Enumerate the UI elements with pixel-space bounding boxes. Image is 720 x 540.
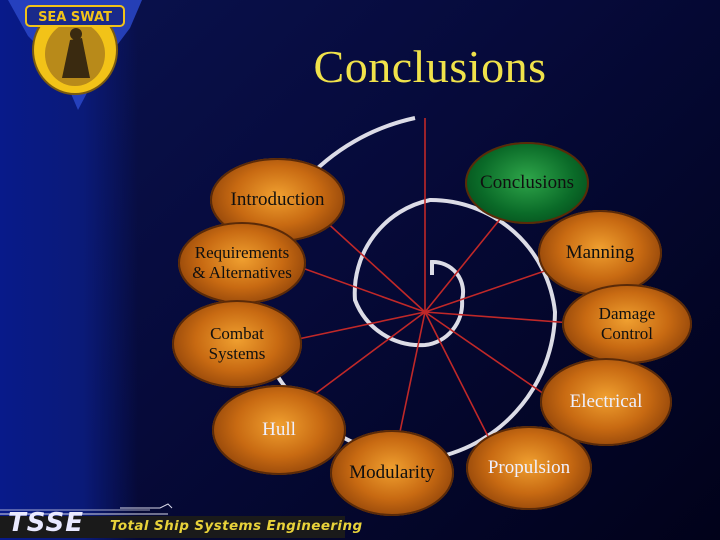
node-damage-control[interactable]: Damage Control [562, 284, 692, 364]
node-label: Manning [565, 242, 635, 263]
node-label: Introduction [230, 189, 325, 210]
node-manning[interactable]: Manning [538, 210, 662, 296]
node-modularity[interactable]: Modularity [330, 430, 454, 516]
node-propulsion[interactable]: Propulsion [466, 426, 592, 510]
tsse-logo: TSSE [8, 508, 85, 538]
node-combat-systems[interactable]: Combat Systems [172, 300, 302, 388]
node-label: Requirements & Alternatives [192, 243, 292, 282]
node-conclusions[interactable]: Conclusions [465, 142, 589, 224]
node-label: Modularity [349, 462, 435, 483]
node-hull[interactable]: Hull [212, 385, 346, 475]
logo-text: SEA SWAT [38, 10, 112, 25]
node-label: Propulsion [487, 457, 571, 478]
footer-band [0, 503, 345, 538]
node-label: Hull [262, 419, 296, 440]
node-label: Damage Control [598, 304, 656, 343]
node-requirements[interactable]: Requirements & Alternatives [178, 222, 306, 304]
node-label: Conclusions [480, 172, 574, 193]
node-label: Electrical [569, 391, 643, 412]
sea-swat-logo: SEA SWAT [8, 0, 142, 110]
page-title: Conclusions [313, 41, 547, 92]
footer-text: Total Ship Systems Engineering [110, 518, 363, 534]
node-label: Combat Systems [208, 324, 266, 363]
